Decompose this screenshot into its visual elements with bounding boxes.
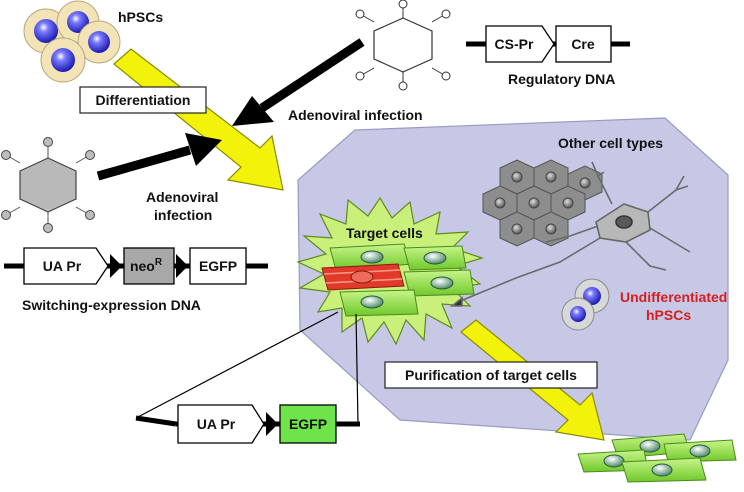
neuron-cell (449, 161, 691, 307)
green-cell (403, 269, 475, 297)
green-cell (339, 289, 419, 317)
loxp-site (110, 254, 122, 278)
egfp-switched-label: EGFP (289, 416, 327, 432)
loxp-site (176, 254, 188, 278)
target-cells-label: Target cells (346, 225, 423, 241)
switching-dna: UA Pr neoR EGFP (4, 247, 268, 285)
cre-gene (555, 25, 612, 63)
ua-promoter (23, 247, 109, 285)
green-cell (403, 245, 467, 271)
cs-promoter (485, 25, 555, 63)
loxp-site (266, 412, 278, 436)
purified-cells (577, 433, 737, 483)
adenovirus-top (355, 0, 451, 91)
egfp-gene-switched (279, 404, 337, 444)
undifferentiated-hpscs (561, 278, 610, 331)
purification-box (384, 361, 598, 389)
green-cell (329, 243, 413, 271)
target-cell-group (321, 243, 475, 317)
hpsc-cell (77, 20, 121, 64)
egfp-label: EGFP (199, 258, 237, 274)
egfp-gene (189, 247, 247, 285)
neo-gene (123, 247, 175, 285)
callout-lines (135, 311, 359, 425)
differentiation-arrow (113, 48, 284, 191)
green-cell (663, 439, 737, 463)
adenoviral-top-label: Adenoviral infection (288, 107, 423, 123)
differentiation-label: Differentiation (96, 92, 191, 108)
differentiation-box (79, 86, 207, 114)
red-cell (321, 263, 405, 291)
ua-promoter-label: UA Pr (43, 258, 82, 274)
undifferentiated-label-1: Undifferentiated (620, 289, 727, 305)
other-cell-types-label: Other cell types (558, 135, 663, 151)
purification-label: Purification of target cells (405, 367, 577, 383)
infection-arrow-left (96, 133, 222, 181)
regulatory-dna-label: Regulatory DNA (508, 71, 615, 87)
regulatory-dna: CS-Pr Cre (466, 25, 630, 63)
switching-dna-label: Switching-expression DNA (22, 297, 201, 313)
ua-promoter-switched-label: UA Pr (197, 416, 236, 432)
cre-label: Cre (571, 36, 595, 52)
cs-promoter-label: CS-Pr (495, 36, 534, 52)
hpsc-cell (40, 37, 86, 83)
hpscs-label: hPSCs (118, 9, 163, 25)
infection-arrow-top (232, 38, 365, 126)
undifferentiated-label-2: hPSCs (646, 307, 691, 323)
ua-promoter-switched (177, 404, 265, 444)
adenoviral-left-label-2: infection (154, 207, 212, 223)
neo-label: neoR (130, 257, 163, 274)
adenovirus-left (1, 137, 95, 233)
green-cell (621, 457, 707, 483)
hexagonal-cell-sheet (482, 159, 603, 247)
adenoviral-left-label-1: Adenoviral (146, 189, 218, 205)
hpsc-cluster (23, 0, 121, 83)
switched-dna: UA Pr EGFP (135, 404, 360, 444)
